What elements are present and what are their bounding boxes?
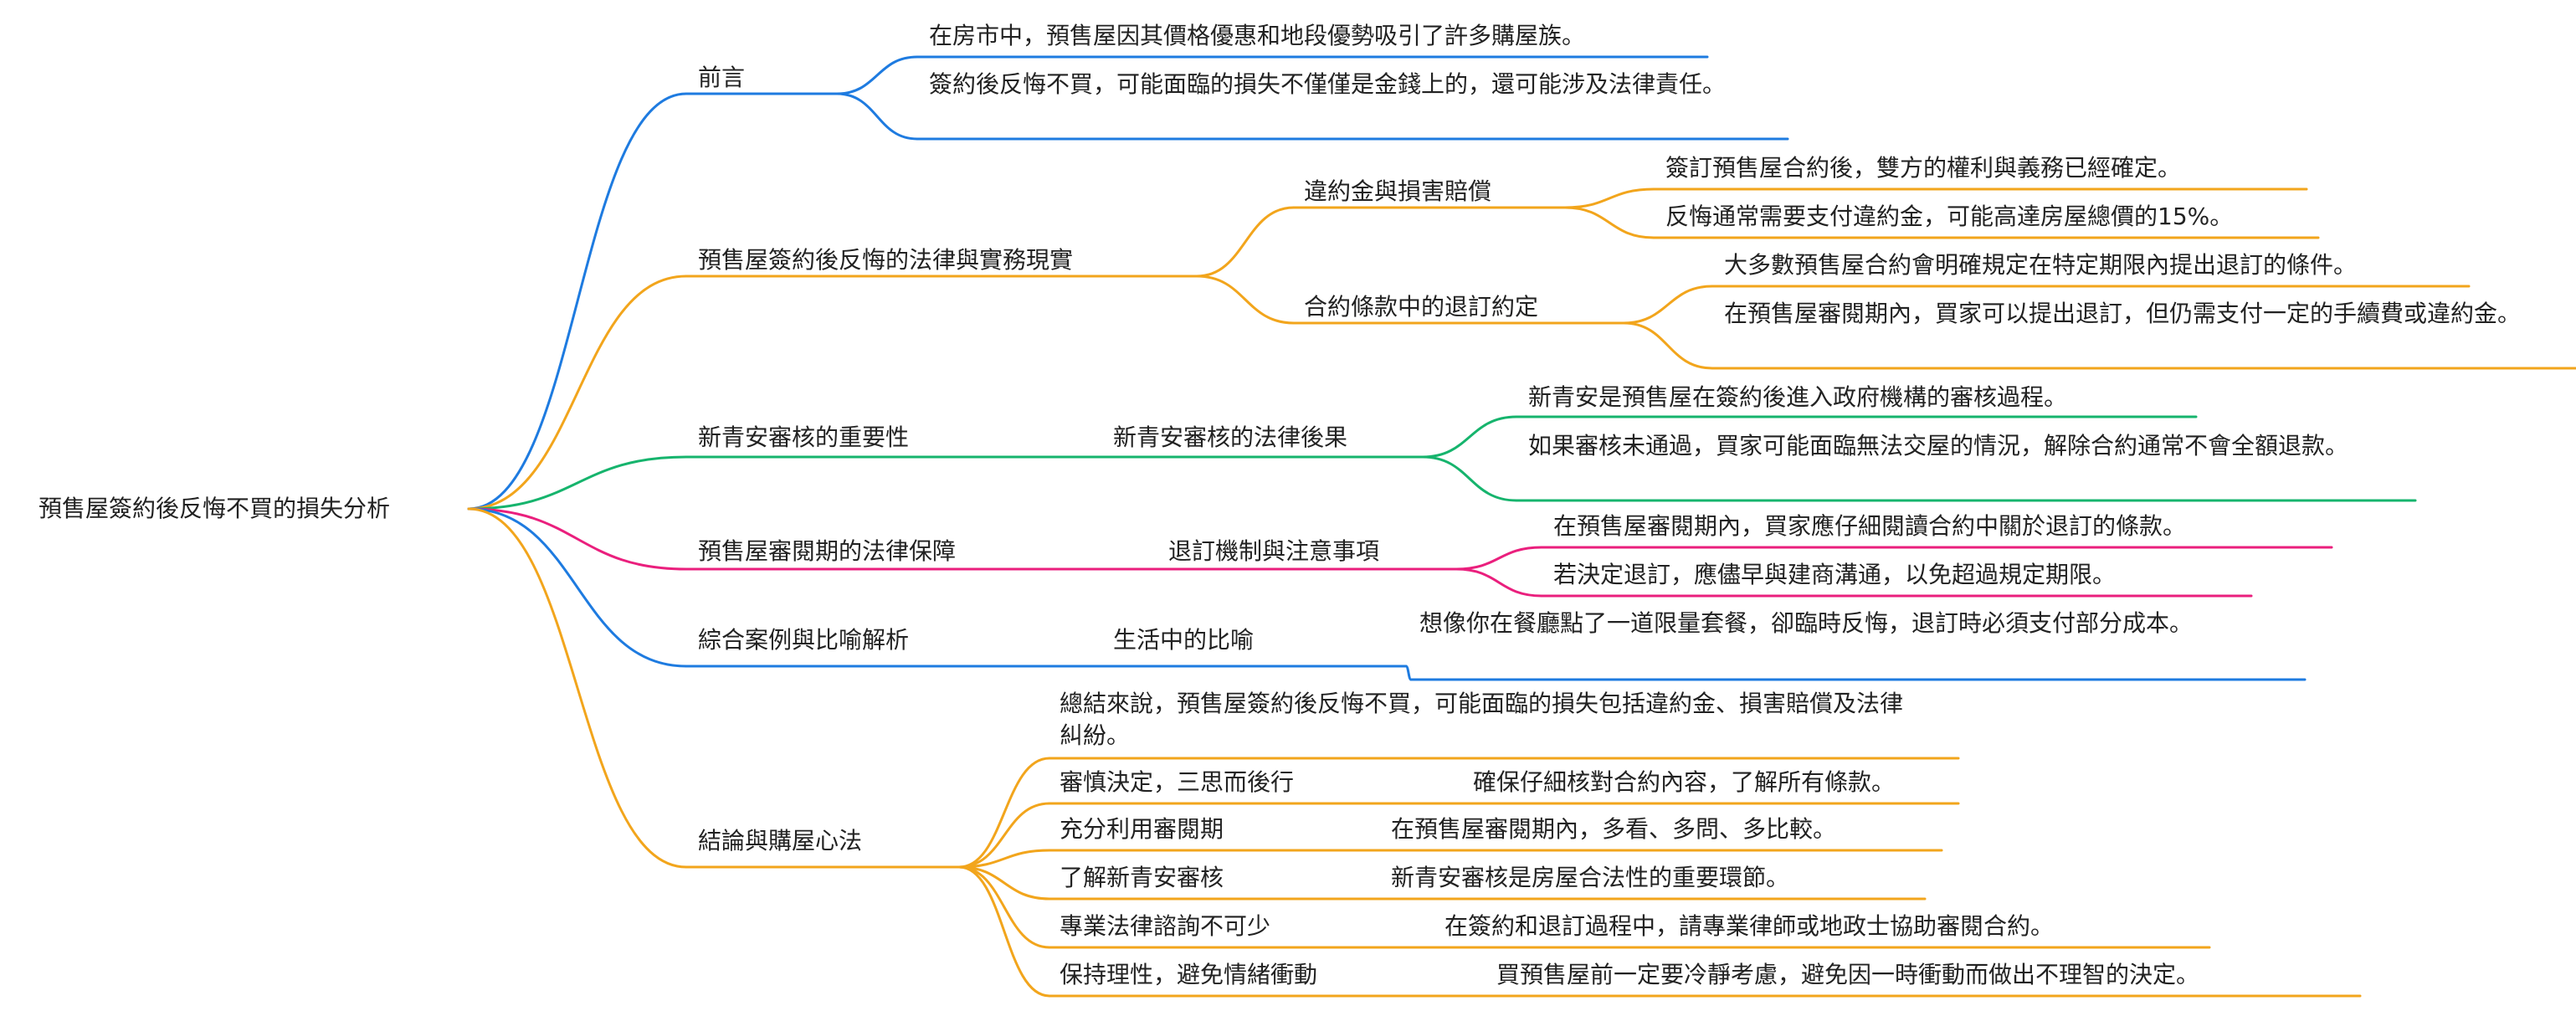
edge-penalty-note1 — [1563, 187, 1655, 209]
topic-penalty[interactable]: 違約金與損害賠償 — [1304, 177, 1492, 205]
note-use-review-period: 在預售屋審閱期內，多看、多問、多比較。 — [1391, 815, 1837, 843]
edge-root-preface — [467, 92, 688, 511]
edge-cancel-note1 — [1622, 285, 1714, 325]
note-cancel-terms-2: 在預售屋審閱期內，買家可以提出退訂，但仍需支付一定的手續費或違約金。 — [1724, 300, 2522, 327]
edge-conclusion-loan — [957, 865, 1051, 901]
edge-loan-note2 — [1421, 455, 1518, 502]
edge-cancel-note2 — [1622, 321, 1714, 370]
topic-understand-loan[interactable]: 了解新青安審核 — [1060, 864, 1224, 891]
branch-legal-reality[interactable]: 預售屋簽約後反悔的法律與實務現實 — [698, 246, 1074, 274]
topic-cancel-terms[interactable]: 合約條款中的退訂約定 — [1304, 293, 1539, 321]
edge-root-conclusion — [467, 507, 688, 869]
topic-use-review-period[interactable]: 充分利用審閱期 — [1060, 815, 1224, 843]
topic-legal-consult[interactable]: 專業法律諮詢不可少 — [1060, 912, 1271, 940]
topic-loan-consequence[interactable]: 新青安審核的法律後果 — [1113, 423, 1348, 451]
conclusion-summary: 總結來說，預售屋簽約後反悔不買，可能面臨的損失包括違約金、損害賠償及法律糾紛。 — [1060, 690, 1904, 749]
branch-case-analogy[interactable]: 綜合案例與比喻解析 — [698, 626, 910, 654]
edge-review-note2 — [1455, 567, 1543, 598]
topic-life-analogy[interactable]: 生活中的比喻 — [1113, 626, 1255, 654]
branch-new-youth-loan[interactable]: 新青安審核的重要性 — [698, 423, 910, 451]
root-topic[interactable]: 預售屋簽約後反悔不買的損失分析 — [38, 495, 391, 522]
note-preface-1: 在房市中，預售屋因其價格優惠和地段優勢吸引了許多購屋族。 — [929, 22, 1586, 49]
note-loan-1: 新青安是預售屋在簽約後進入政府機構的審核過程。 — [1528, 383, 2068, 411]
edge-root-case — [467, 507, 688, 668]
edge-conclusion-review — [957, 849, 1051, 869]
note-penalty-1: 簽訂預售屋合約後，雙方的權利與義務已經確定。 — [1665, 154, 2182, 182]
branch-conclusion[interactable]: 結論與購屋心法 — [698, 827, 863, 854]
note-penalty-2: 反悔通常需要支付違約金，可能高達房屋總價的15%。 — [1665, 203, 2234, 230]
edge-root-review — [467, 507, 688, 571]
note-analogy-1: 想像你在餐廳點了一道限量套餐，卻臨時反悔，退訂時必須支付部分成本。 — [1419, 609, 2194, 637]
edge-loan-note1 — [1421, 415, 1518, 459]
branch-preface[interactable]: 前言 — [698, 64, 746, 91]
edge-legal-cancel — [1195, 275, 1296, 325]
topic-stay-rational[interactable]: 保持理性，避免情緒衝動 — [1060, 961, 1318, 988]
note-stay-rational: 買預售屋前一定要冷靜考慮，避免因一時衝動而做出不理智的決定。 — [1496, 961, 2200, 988]
edge-preface-note1 — [835, 55, 919, 95]
edge-preface-note2 — [835, 92, 919, 141]
edge-conclusion-summary — [957, 757, 1051, 869]
topic-cancel-mechanism[interactable]: 退訂機制與注意事項 — [1168, 537, 1380, 565]
edge-conclusion-consult — [957, 865, 1051, 949]
edge-penalty-note2 — [1563, 206, 1655, 239]
note-careful-decision: 確保仔細核對合約內容，了解所有條款。 — [1473, 768, 1896, 796]
note-mechanism-2: 若決定退訂，應儘早與建商溝通，以免超過規定期限。 — [1553, 561, 2117, 588]
note-cancel-terms-1: 大多數預售屋合約會明確規定在特定期限內提出退訂的條件。 — [1724, 251, 2358, 279]
edge-root-loan — [467, 455, 688, 511]
note-legal-consult: 在簽約和退訂過程中，請專業律師或地政士協助審閱合約。 — [1445, 912, 2055, 940]
edge-case-note1 — [1404, 665, 1413, 681]
note-mechanism-1: 在預售屋審閱期內，買家應仔細閱讀合約中關於退訂的條款。 — [1553, 512, 2187, 540]
branch-review-period[interactable]: 預售屋審閱期的法律保障 — [698, 537, 957, 565]
edge-root-legal — [467, 275, 688, 511]
edge-conclusion-rational — [957, 865, 1051, 998]
note-preface-2: 簽約後反悔不買，可能面臨的損失不僅僅是金錢上的，還可能涉及法律責任。 — [929, 70, 1727, 98]
edge-review-note1 — [1455, 546, 1543, 571]
topic-careful-decision[interactable]: 審慎決定，三思而後行 — [1060, 768, 1295, 796]
note-loan-2: 如果審核未通過，買家可能面臨無法交屋的情況，解除合約通常不會全額退款。 — [1528, 432, 2349, 459]
note-understand-loan: 新青安審核是房屋合法性的重要環節。 — [1391, 864, 1790, 891]
edge-conclusion-careful — [957, 802, 1051, 869]
edge-legal-penalty — [1195, 206, 1296, 278]
